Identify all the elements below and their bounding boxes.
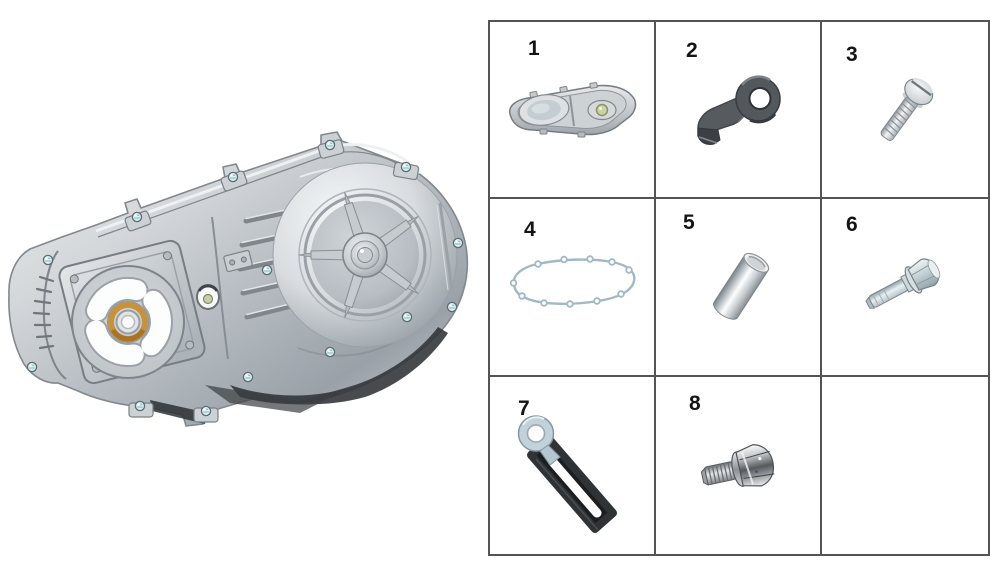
part-cell-empty [822,377,988,554]
part-cell-6: 6 [822,199,988,377]
part-cell-8: 8 [656,376,822,554]
part-cell-2: 2 [656,22,822,200]
part-cell-1: 1 [490,22,656,200]
crankcase-cover-3d-illustration [8,131,469,427]
dowel-pin-part-illustration [713,253,770,321]
part-cell-4: 4 [490,199,656,377]
pulley-dome [272,162,458,348]
part-number-5: 5 [683,211,695,235]
part-cell-3: 3 [822,22,988,200]
cover-gasket-part-illustration [509,255,636,309]
crankcase-cover-part-illustration [508,82,637,138]
pan-head-screw-part-illustration [880,78,934,141]
part-number-1: 1 [528,37,540,60]
part-number-3: 3 [846,43,858,66]
part-number-8: 8 [689,391,701,415]
parts-grid: 1 [488,20,990,556]
cooling-fins [32,275,55,350]
fan-opening [71,265,185,379]
part-number-2: 2 [686,39,698,62]
hex-flange-bolt-part-illustration [700,443,775,487]
flange-bolt-part-illustration [865,258,941,310]
part-cell-5: 5 [656,199,822,377]
part-number-7: 7 [518,396,530,420]
slotted-bracket-part-illustration [517,414,617,533]
part-cell-7: 7 [490,376,656,554]
part-number-4: 4 [524,218,536,242]
cable-clamp-part-illustration [697,75,781,145]
part-number-6: 6 [846,213,858,237]
